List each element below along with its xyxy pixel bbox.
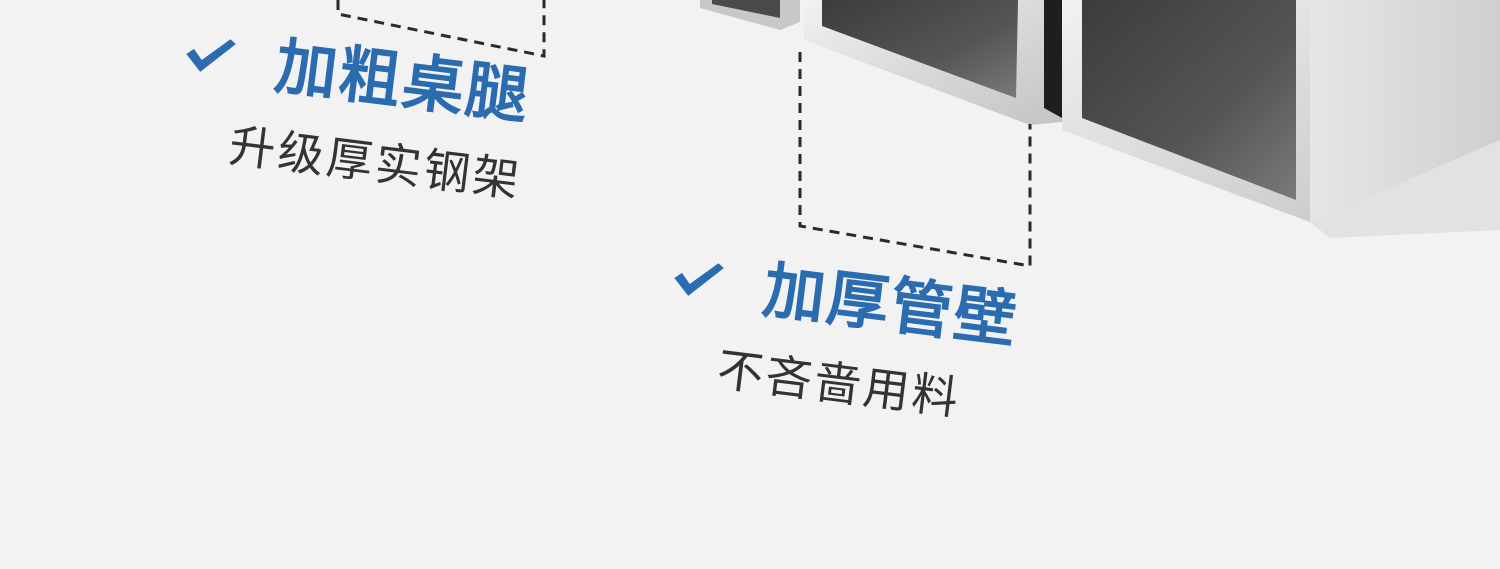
callout-frame-2 xyxy=(798,52,1032,268)
check-icon xyxy=(674,263,724,296)
check-icon xyxy=(186,39,236,72)
steel-tube-medium xyxy=(804,0,1062,125)
callout-frame-1 xyxy=(336,0,546,58)
steel-tube-large xyxy=(1062,0,1500,238)
